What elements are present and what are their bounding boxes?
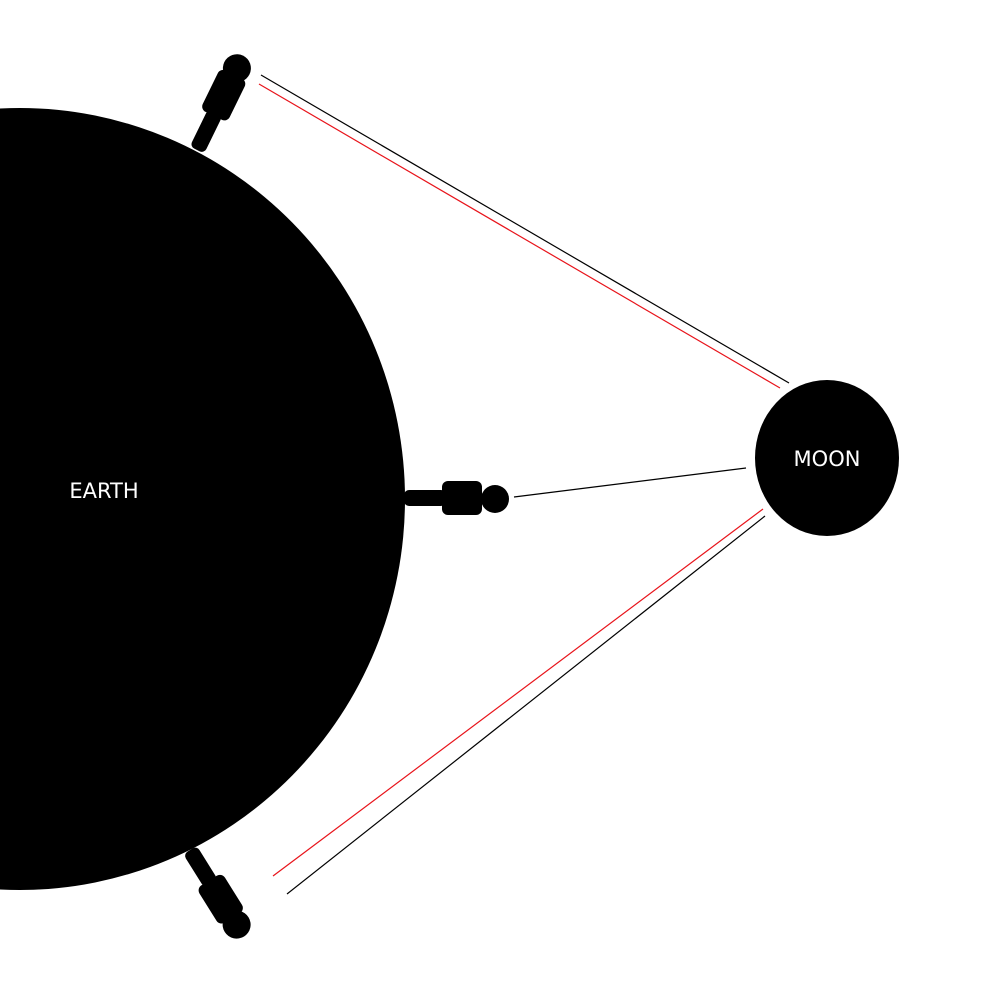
top-red-sightline [258, 83, 781, 389]
bottom-red-sightline [272, 508, 764, 877]
bottom-observer-figure [185, 847, 251, 939]
top-black-sightline [260, 74, 790, 384]
top-observer-figure [191, 54, 251, 152]
bottom-black-sightline [286, 515, 766, 895]
earth-label: EARTH [69, 479, 138, 503]
middle-observer-figure [404, 481, 509, 515]
middle-black-sightline [513, 467, 747, 498]
moon-disk [755, 380, 899, 536]
earth-disk [0, 108, 405, 890]
moon-label: MOON [794, 447, 861, 471]
